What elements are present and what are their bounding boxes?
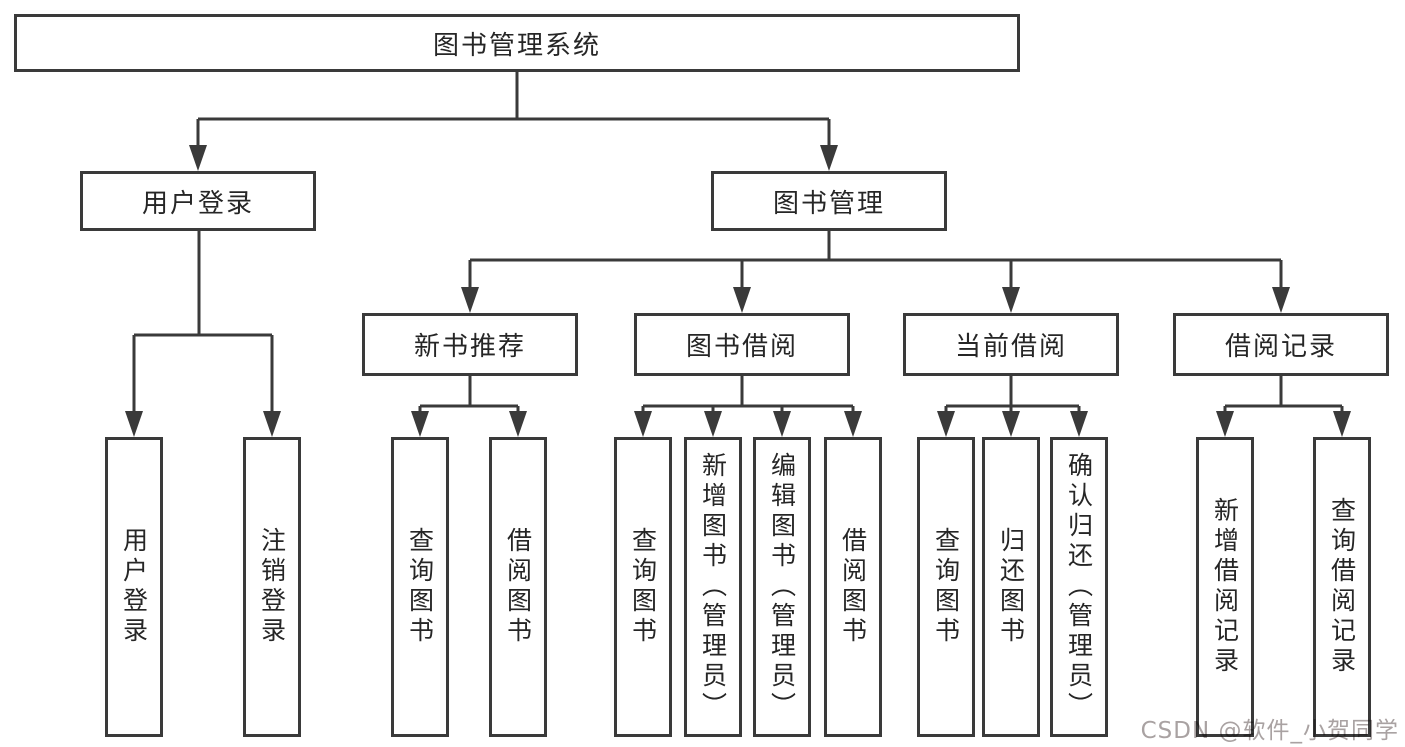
leaf-user-login: 用户登录 (105, 437, 163, 737)
leaf-logout: 注销登录 (243, 437, 301, 737)
arrowhead-icons (125, 145, 1351, 437)
leaf-return-books: 归还图书 (982, 437, 1040, 737)
leaf-query-books-3: 查询图书 (917, 437, 975, 737)
leaf-query-borrow-record: 查询借阅记录 (1313, 437, 1371, 737)
leaf-confirm-return-admin: 确认归还（管理员） (1050, 437, 1108, 737)
node-user-login: 用户登录 (80, 171, 316, 231)
node-book-borrowing: 图书借阅 (634, 313, 850, 376)
node-book-management: 图书管理 (711, 171, 947, 231)
node-current-borrowing: 当前借阅 (903, 313, 1119, 376)
leaf-query-books-1: 查询图书 (391, 437, 449, 737)
leaf-edit-books-admin: 编辑图书（管理员） (753, 437, 811, 737)
leaf-borrow-books-1: 借阅图书 (489, 437, 547, 737)
node-library-system: 图书管理系统 (14, 14, 1020, 72)
leaf-add-borrow-record: 新增借阅记录 (1196, 437, 1254, 737)
node-borrowing-records: 借阅记录 (1173, 313, 1389, 376)
leaf-borrow-books-2: 借阅图书 (824, 437, 882, 737)
node-new-book-recommend: 新书推荐 (362, 313, 578, 376)
leaf-add-books-admin: 新增图书（管理员） (684, 437, 742, 737)
watermark: CSDN @软件_小贺同学 (1140, 718, 1399, 744)
leaf-query-books-2: 查询图书 (614, 437, 672, 737)
